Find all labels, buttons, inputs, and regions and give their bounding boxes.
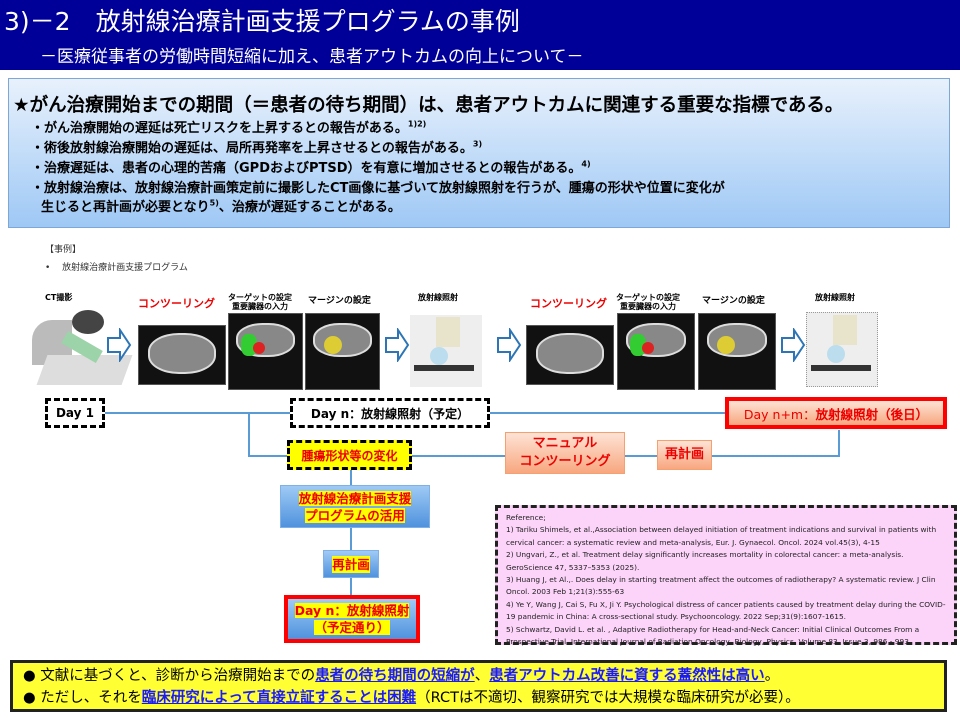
bullet-4-cont: 生じると再計画が必要となり5)、治療が遅延することがある。: [41, 196, 401, 215]
emphasis: 患者アウトカム改善に資する蓋然性は高い: [489, 668, 765, 684]
key-point-heading: ★がん治療開始までの期間（＝患者の待ち期間）は、患者アウトカムに関連する重要な指…: [13, 95, 844, 116]
flow-line: [490, 412, 725, 414]
flow-line: [248, 455, 288, 457]
box-line: 再計画: [332, 555, 370, 573]
key-point-box: ★がん治療開始までの期間（＝患者の待ち期間）は、患者アウトカムに関連する重要な指…: [8, 78, 950, 228]
example-label: 【事例】: [45, 245, 82, 255]
flow-line: [350, 470, 352, 485]
bullet-3: ・治療遅延は、患者の心理的苦痛（GPDおよびPTSD）を有意に増加させるとの報告…: [31, 157, 591, 176]
target-ct-image-2: [617, 313, 695, 390]
arrow-right-icon: [106, 326, 132, 366]
tumor-change-box: 腫瘍形状等の変化: [287, 440, 412, 470]
flow-line: [350, 578, 352, 595]
target-label-2: ターゲットの設定重要臓器の入力: [616, 293, 680, 311]
box-line: （予定通り）: [314, 620, 390, 635]
margin-ct-image: [305, 313, 380, 390]
ct-label: CT撮影: [45, 293, 73, 302]
reference-heading: Reference;: [506, 513, 546, 522]
page-title: 3)－2 放射線治療計画支援プログラムの事例: [4, 7, 520, 36]
bullet-text: ・放射線治療は、放射線治療計画策定前に撮影したCT画像に基づいて放射線照射を行う…: [31, 181, 725, 196]
page-subtitle: －医療従事者の労働時間短縮に加え、患者アウトカムの向上について－: [40, 47, 584, 67]
ref-mark: 3): [472, 139, 483, 149]
text: ● 文献に基づくと、診断から治療開始までの: [23, 668, 316, 684]
contouring-label-2: コンツーリング: [530, 297, 607, 310]
reference-item: 2) Ungvari, Z., et al. Treatment delay s…: [506, 550, 904, 572]
margin-label-2: マージンの設定: [702, 296, 765, 306]
emphasis: 患者の待ち期間の短縮が: [315, 668, 475, 684]
target-label: ターゲットの設定重要臓器の入力: [228, 293, 292, 311]
emphasis: 臨床研究によって直接立証することは困難: [141, 690, 417, 706]
box-line: Day n：放射線照射: [294, 603, 410, 618]
bullet-text: 、治療が遅延することがある。: [218, 200, 401, 215]
ct-scan-illustration: [32, 310, 133, 395]
text: 。: [764, 668, 780, 684]
contouring-label: コンツーリング: [138, 297, 215, 310]
flow-line: [350, 528, 352, 550]
conclusion-box: ● 文献に基づくと、診断から治療開始までの患者の待ち期間の短縮が、患者アウトカム…: [10, 660, 947, 712]
flow-line: [625, 455, 657, 457]
bullet-4: ・放射線治療は、放射線治療計画策定前に撮影したCT画像に基づいて放射線照射を行う…: [31, 177, 725, 196]
text: ● ただし、それを: [23, 690, 142, 706]
dayn-on-schedule-box: Day n：放射線照射 （予定通り）: [284, 595, 420, 643]
replan-box-2: 再計画: [323, 550, 379, 578]
box-line: マニュアル: [532, 436, 598, 451]
contouring-ct-image: [138, 325, 226, 385]
bullet-text: ・治療遅延は、患者の心理的苦痛（GPDおよびPTSD）を有意に増加させるとの報告…: [31, 161, 582, 176]
reference-item: 1) Tariku Shimels, et al.,Association be…: [506, 525, 937, 547]
manual-contouring-box: マニュアルコンツーリング: [505, 432, 625, 474]
bullet-text: ・術後放射線治療開始の遅延は、局所再発率を上昇させるとの報告がある。: [31, 141, 473, 156]
irradiation-label: 放射線照射: [418, 293, 458, 302]
flow-line: [712, 455, 839, 457]
reference-item: 5) Schwartz, David L. et al. , Adaptive …: [506, 624, 920, 647]
label-line: 重要臓器の入力: [620, 302, 676, 311]
bullet-1: ・がん治療開始の遅延は死亡リスクを上昇するとの報告がある。1)2): [31, 117, 426, 136]
day-label: Day n+m：: [743, 406, 816, 422]
label-line: ターゲットの設定: [616, 293, 680, 302]
reference-box: Reference; 1) Tariku Shimels, et al.,Ass…: [495, 505, 957, 646]
dayn-planned-box: Day n：放射線照射（予定）: [290, 398, 490, 428]
bullet-text: 生じると再計画が必要となり: [41, 200, 210, 215]
irradiation-later: 放射線照射（後日）: [815, 406, 929, 422]
box-line: 放射線治療計画支援: [298, 490, 412, 506]
flow-line: [412, 455, 505, 457]
reference-item: 4) Ye Y, Wang J, Cai S, Fu X, Ji Y. Psyc…: [506, 599, 946, 622]
text: （RCTは不適切、観察研究では大規模な臨床研究が必要）。: [416, 690, 800, 706]
example-bullet: • 放射線治療計画支援プログラム: [45, 263, 188, 273]
reference-item: 3) Huang J, et Al.,. Does delay in start…: [506, 575, 936, 597]
ref-mark: 5): [209, 198, 219, 208]
flow-line: [838, 430, 840, 457]
arrow-right-icon: [496, 326, 522, 366]
conclusion-line-1: ● 文献に基づくと、診断から治療開始までの患者の待ち期間の短縮が、患者アウトカム…: [23, 665, 934, 687]
conclusion-line-2: ● ただし、それを臨床研究によって直接立証することは困難（RCTは不適切、観察研…: [23, 687, 934, 709]
contouring-ct-image-2: [526, 325, 614, 385]
flow-line: [248, 413, 250, 456]
program-use-box: 放射線治療計画支援プログラムの活用: [280, 485, 430, 528]
linac-illustration: [410, 315, 482, 387]
replan-box: 再計画: [657, 440, 712, 470]
bullet-text: ・がん治療開始の遅延は死亡リスクを上昇するとの報告がある。: [31, 121, 408, 136]
arrow-right-icon: [780, 326, 806, 366]
label-line: 重要臓器の入力: [232, 302, 288, 311]
dayn-m-box: Day n+m：放射線照射（後日）: [725, 397, 947, 429]
text: 、: [474, 668, 490, 684]
bullet-2: ・術後放射線治療開始の遅延は、局所再発率を上昇させるとの報告がある。3): [31, 137, 482, 156]
label-line: ターゲットの設定: [228, 293, 292, 302]
arrow-right-icon: [384, 326, 410, 366]
linac-illustration-2: [806, 312, 878, 387]
box-line: コンツーリング: [519, 454, 611, 469]
flow-line: [105, 412, 290, 414]
irradiation-label-2: 放射線照射: [815, 293, 855, 302]
header: 3)－2 放射線治療計画支援プログラムの事例 －医療従事者の労働時間短縮に加え、…: [0, 0, 960, 70]
day1-box: Day 1: [45, 398, 105, 428]
margin-ct-image-2: [698, 313, 776, 390]
ref-mark: 4): [581, 159, 591, 169]
ref-mark: 1)2): [407, 119, 427, 129]
target-ct-image: [228, 313, 303, 390]
margin-label: マージンの設定: [308, 296, 371, 306]
box-line: プログラムの活用: [305, 507, 405, 523]
